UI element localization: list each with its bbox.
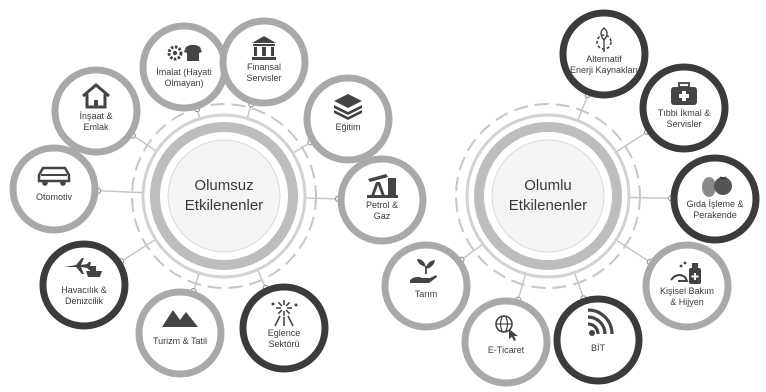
connector-line bbox=[132, 134, 157, 152]
sector-node-insaat: İnşaat &Emlak bbox=[51, 66, 141, 156]
positive-hub: Olumlu Etkilenenler bbox=[465, 113, 631, 279]
mountains-icon bbox=[162, 310, 198, 327]
sector-label-imalat-line2: Olmayan) bbox=[164, 78, 203, 88]
sector-label-petrol-line2: Gaz bbox=[374, 211, 391, 221]
oil-pump-icon bbox=[367, 174, 398, 198]
negative-hub-title-line2: Etkilenenler bbox=[185, 197, 263, 214]
sector-label-tibbi-line2: Servisler bbox=[666, 119, 701, 129]
wifi-signal-icon bbox=[587, 308, 614, 336]
positive-hub-title-line2: Etkilenenler bbox=[509, 197, 587, 214]
sector-label-finans-line2: Servisler bbox=[246, 73, 281, 83]
sector-node-egitim: Eğitim bbox=[303, 74, 393, 164]
sector-label-gida-line1: Gıda İşleme & bbox=[686, 199, 743, 209]
sector-node-kisisel: Kişisel Bakım& Hijyen bbox=[642, 241, 732, 331]
hand-sanitizer-icon bbox=[670, 261, 701, 284]
fireworks-icon bbox=[271, 300, 298, 327]
connector-line bbox=[305, 197, 339, 200]
sector-node-petrol: Petrol &Gaz bbox=[337, 155, 427, 245]
connector-line bbox=[577, 94, 589, 120]
sector-node-bit: BİT bbox=[553, 295, 643, 385]
sector-label-enerji-line1: Alternatif bbox=[586, 54, 622, 64]
sector-label-tibbi-line1: Tıbbi İkmal & bbox=[658, 108, 711, 118]
sector-label-finans-line1: Finansal bbox=[247, 62, 281, 72]
sector-node-tibbi: Tıbbi İkmal &Servisler bbox=[639, 63, 729, 153]
connector-line bbox=[629, 196, 672, 199]
connector-line bbox=[460, 244, 483, 261]
sector-label-egitim: Eğitim bbox=[335, 122, 360, 132]
sector-node-havacilik: Havacılık &Denizcilik bbox=[39, 240, 129, 330]
connector-line bbox=[616, 131, 648, 153]
sector-node-otomotiv: Otomotiv bbox=[9, 144, 99, 234]
sector-node-eticaret: E-Ticaret bbox=[461, 297, 551, 387]
sector-label-petrol-line1: Petrol & bbox=[366, 200, 398, 210]
connector-line bbox=[574, 273, 585, 299]
books-icon bbox=[334, 94, 362, 120]
renewable-energy-icon bbox=[596, 27, 612, 52]
positive-dashed-arc bbox=[455, 103, 641, 289]
sector-label-eglence-line2: Sektörü bbox=[268, 339, 299, 349]
car-icon bbox=[37, 166, 71, 186]
sector-node-gida: Gıda İşleme &Perakende bbox=[670, 154, 760, 244]
sector-label-havacilik-line2: Denizcilik bbox=[65, 296, 104, 306]
sector-label-havacilik-line1: Havacılık & bbox=[61, 285, 107, 295]
gear-shirt-icon bbox=[167, 45, 202, 61]
sector-node-turizm: Turizm & Tatil bbox=[135, 288, 225, 378]
sector-label-kisisel-line1: Kişisel Bakım bbox=[660, 286, 714, 296]
connector-line bbox=[120, 239, 156, 263]
connector-line bbox=[616, 239, 651, 263]
plane-ship-icon bbox=[64, 258, 102, 277]
sector-label-insaat-line1: İnşaat & bbox=[79, 111, 112, 121]
sector-label-tarim: Tarım bbox=[415, 289, 438, 299]
sector-label-imalat-line1: İmalat (Hayati bbox=[156, 67, 212, 77]
web-click-icon bbox=[495, 315, 518, 341]
vegetables-icon bbox=[702, 176, 732, 197]
medical-kit-icon bbox=[671, 82, 697, 105]
sector-label-turizm: Turizm & Tatil bbox=[153, 336, 207, 346]
negative-hub: Olumsuz Etkilenenler bbox=[141, 113, 307, 279]
sector-label-insaat-line2: Emlak bbox=[83, 122, 109, 132]
sector-label-bit: BİT bbox=[591, 343, 606, 353]
sector-label-eticaret: E-Ticaret bbox=[488, 345, 525, 355]
house-icon bbox=[82, 83, 110, 109]
connector-line bbox=[293, 141, 312, 154]
connector-line bbox=[517, 274, 527, 300]
negative-hub-title-line1: Olumsuz bbox=[194, 177, 253, 194]
sector-label-gida-line2: Perakende bbox=[693, 210, 737, 220]
sector-label-kisisel-line2: & Hijyen bbox=[670, 297, 704, 307]
plant-hand-icon bbox=[410, 259, 437, 283]
negative-dashed-arc bbox=[131, 103, 317, 289]
bank-icon bbox=[252, 36, 276, 60]
sector-label-otomotiv: Otomotiv bbox=[36, 192, 73, 202]
sector-label-enerji-line2: Enerji Kaynakları bbox=[570, 65, 638, 75]
positive-hub-title-line1: Olumlu bbox=[524, 177, 572, 194]
sector-node-tarim: Tarım bbox=[381, 241, 471, 331]
sector-label-eglence-line1: Eglence bbox=[268, 328, 301, 338]
connector-line bbox=[97, 190, 143, 194]
